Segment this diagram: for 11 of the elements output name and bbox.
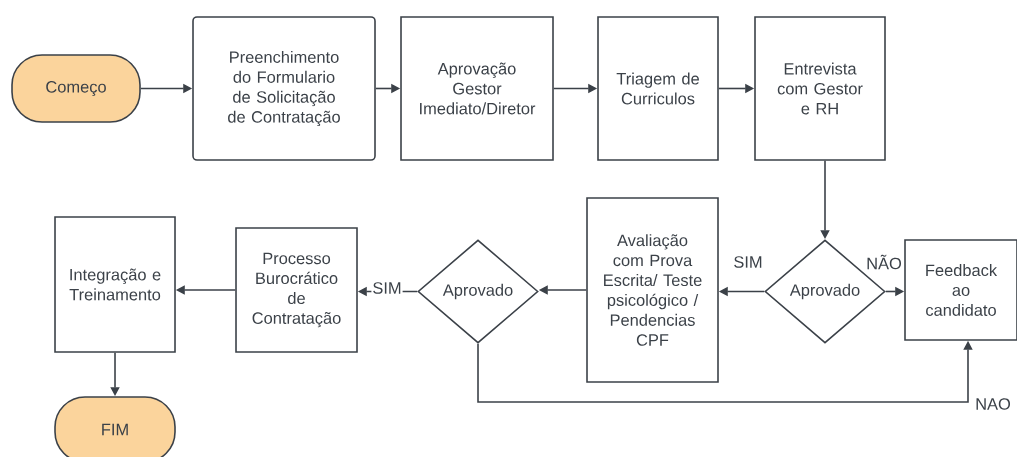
edge-label: NAO	[974, 397, 1012, 411]
process-box: Integração e Treinamento	[54, 216, 176, 353]
process-box: Entrevista com Gestor e RH	[754, 16, 886, 161]
process-box: Triagem de Curriculos	[597, 16, 719, 161]
process-box: Avaliação com Prova Escrita/ Teste psicológico / Pendencias CPF	[586, 197, 719, 383]
process-box: Feedback ao candidato	[904, 239, 1017, 341]
edge-label: SIM	[371, 281, 403, 295]
process-box: Preenchimento do Formulario de Solicitação de Contratação	[192, 16, 376, 161]
edge-label: SIM	[732, 255, 764, 269]
process-box: Processo Burocrático de Contratação	[235, 227, 358, 353]
process-box: Aprovação Gestor Imediato/Diretor	[400, 16, 554, 161]
